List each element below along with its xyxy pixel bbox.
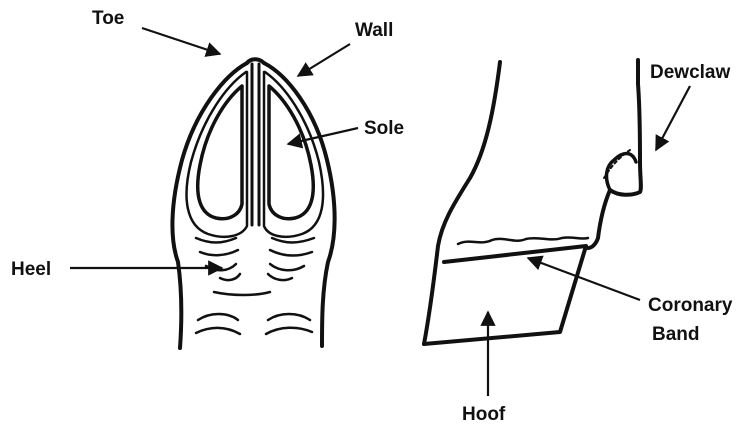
pointer-arrows <box>70 28 690 396</box>
hoof-capsule <box>424 246 586 344</box>
dewclaw-arrow <box>656 86 690 150</box>
dewclaw-shape <box>607 154 636 191</box>
coronary-band-line <box>458 237 588 244</box>
sole-label: Sole <box>364 118 404 139</box>
heel-label: Heel <box>11 259 51 280</box>
wall-arrow <box>298 44 350 76</box>
hoof-label: Hoof <box>462 404 506 425</box>
hoof-side-view <box>424 60 641 344</box>
leg-front-outline <box>424 62 500 344</box>
cleft <box>252 64 259 225</box>
toe-label: Toe <box>92 8 124 29</box>
hoof-bottom-view <box>172 59 334 348</box>
dewclaw-label: Dewclaw <box>650 62 730 83</box>
coronary-arrow <box>528 258 640 300</box>
coronary-label-line1: Coronary <box>648 295 733 316</box>
toe-arrow <box>142 28 220 54</box>
hoof-wall-outline <box>172 63 247 348</box>
wall-label: Wall <box>355 20 393 41</box>
coronary-label-line2: Band <box>652 324 700 345</box>
heel-bulbs <box>196 238 314 334</box>
